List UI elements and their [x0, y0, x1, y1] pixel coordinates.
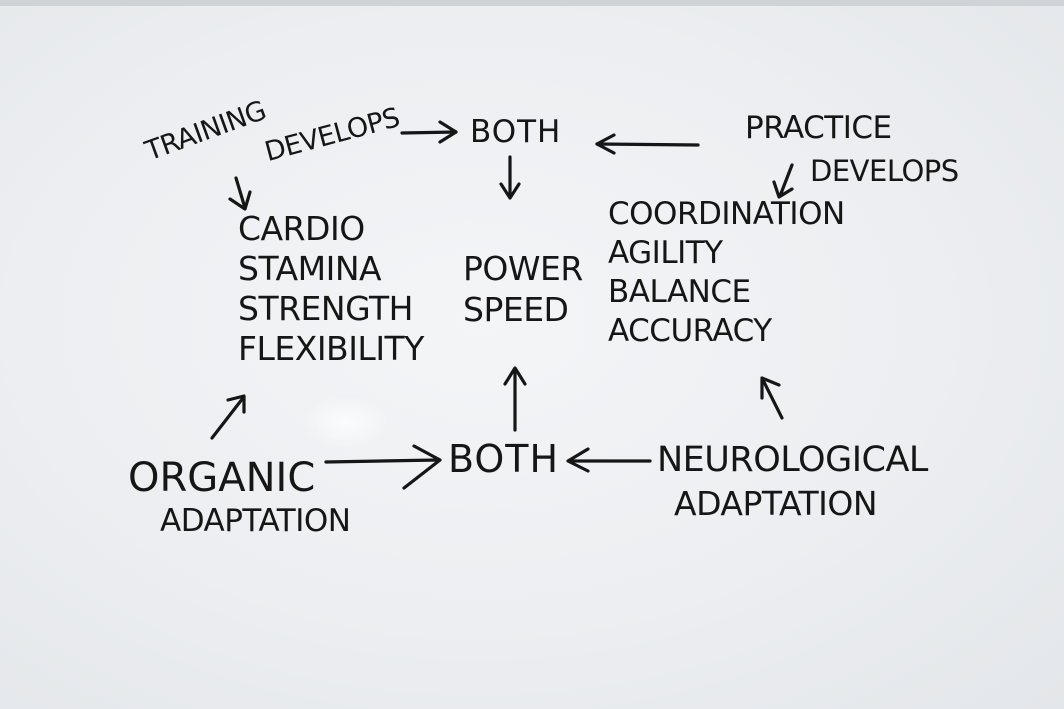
list-item-agility: AGILITY	[608, 235, 723, 271]
list-item-power: POWER	[463, 249, 583, 288]
list-item-coordination: COORDINATION	[608, 196, 845, 232]
label-organic: ORGANIC	[128, 455, 316, 501]
label-both-bottom: BOTH	[448, 437, 560, 481]
list-item-flexibility: FLEXIBILITY	[238, 329, 424, 368]
list-item-stamina: STAMINA	[238, 249, 382, 288]
list-item-speed: SPEED	[463, 290, 569, 329]
list-both-outcomes: POWER SPEED	[463, 252, 583, 326]
label-practice: PRACTICE	[745, 110, 892, 146]
board-frame	[0, 0, 1064, 6]
list-item-cardio: CARDIO	[238, 209, 365, 248]
list-training-outcomes: CARDIO STAMINA STRENGTH FLEXIBILITY	[238, 212, 424, 365]
light-glare	[300, 395, 390, 450]
label-both-top: BOTH	[470, 114, 562, 150]
label-neurological: NEUROLOGICAL	[657, 440, 928, 480]
list-item-strength: STRENGTH	[238, 289, 413, 328]
list-practice-outcomes: COORDINATION AGILITY BALANCE ACCURACY	[608, 199, 845, 347]
label-organic-adaptation: ADAPTATION	[160, 503, 351, 539]
label-neurological-adaptation: ADAPTATION	[674, 484, 878, 523]
whiteboard	[0, 6, 1064, 709]
list-item-balance: BALANCE	[608, 274, 751, 310]
label-develops-right: DEVELOPS	[810, 154, 959, 188]
list-item-accuracy: ACCURACY	[608, 313, 772, 349]
